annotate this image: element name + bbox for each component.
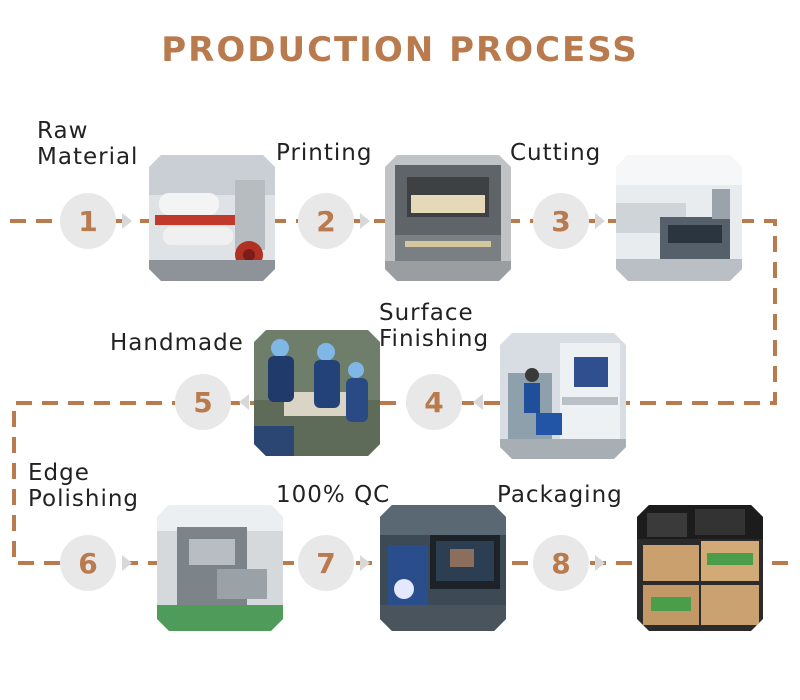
step-5-label: Handmade (110, 330, 244, 356)
step-7-label: 100% QC (276, 482, 391, 508)
chevron-right-icon (360, 213, 370, 229)
step-6-number: 6 (60, 535, 116, 591)
step-6-label: Edge Polishing (28, 460, 140, 512)
chevron-right-icon (122, 555, 132, 571)
step-1-label: Raw Material (37, 118, 139, 170)
printing-machine-photo (385, 155, 511, 281)
step-4-number: 4 (406, 374, 462, 430)
chevron-right-icon (595, 555, 605, 571)
raw-material-machine-photo (149, 155, 275, 281)
step-7-number: 7 (298, 535, 354, 591)
workers-handmade-photo (254, 330, 380, 456)
step-3-number: 3 (533, 193, 589, 249)
surface-finishing-machine-photo (500, 333, 626, 459)
chevron-right-icon (122, 213, 132, 229)
step-2-number: 2 (298, 193, 354, 249)
chevron-left-icon (473, 394, 483, 410)
packaged-boxes-photo (637, 505, 763, 631)
chevron-left-icon (239, 394, 249, 410)
edge-polishing-machine-photo (157, 505, 283, 631)
chevron-right-icon (360, 555, 370, 571)
page-title: PRODUCTION PROCESS (161, 30, 639, 70)
step-8-number: 8 (533, 535, 589, 591)
step-1-number: 1 (60, 193, 116, 249)
cutting-machine-photo (616, 155, 742, 281)
step-2-label: Printing (276, 140, 373, 166)
step-3-label: Cutting (510, 140, 602, 166)
chevron-right-icon (595, 213, 605, 229)
step-4-label: Surface Finishing (379, 300, 490, 352)
step-8-label: Packaging (497, 482, 623, 508)
step-5-number: 5 (175, 374, 231, 430)
quality-control-station-photo (380, 505, 506, 631)
